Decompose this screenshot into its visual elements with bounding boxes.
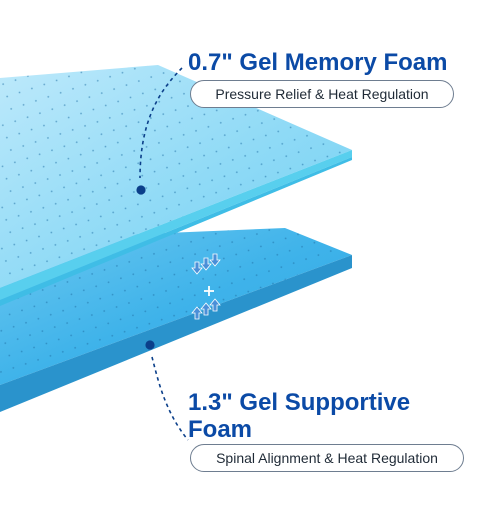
bottom-leader-line	[145, 340, 189, 441]
supportive-foam-title-line2: Foam	[188, 416, 253, 443]
arrows-up-icon	[191, 298, 221, 320]
supportive-foam-title-line1: 1.3" Gel Supportive	[188, 389, 411, 416]
bottom-leader-dot	[145, 340, 155, 350]
plus-icon	[204, 286, 214, 296]
top-leader-line	[136, 67, 183, 195]
top-leader-dot	[136, 185, 146, 195]
memory-foam-subtitle: Pressure Relief & Heat Regulation	[190, 80, 454, 108]
memory-foam-layer	[0, 65, 352, 306]
supportive-foam-subtitle: Spinal Alignment & Heat Regulation	[190, 444, 464, 472]
memory-foam-title: 0.7" Gel Memory Foam	[188, 49, 448, 76]
arrows-down-icon	[191, 253, 221, 275]
